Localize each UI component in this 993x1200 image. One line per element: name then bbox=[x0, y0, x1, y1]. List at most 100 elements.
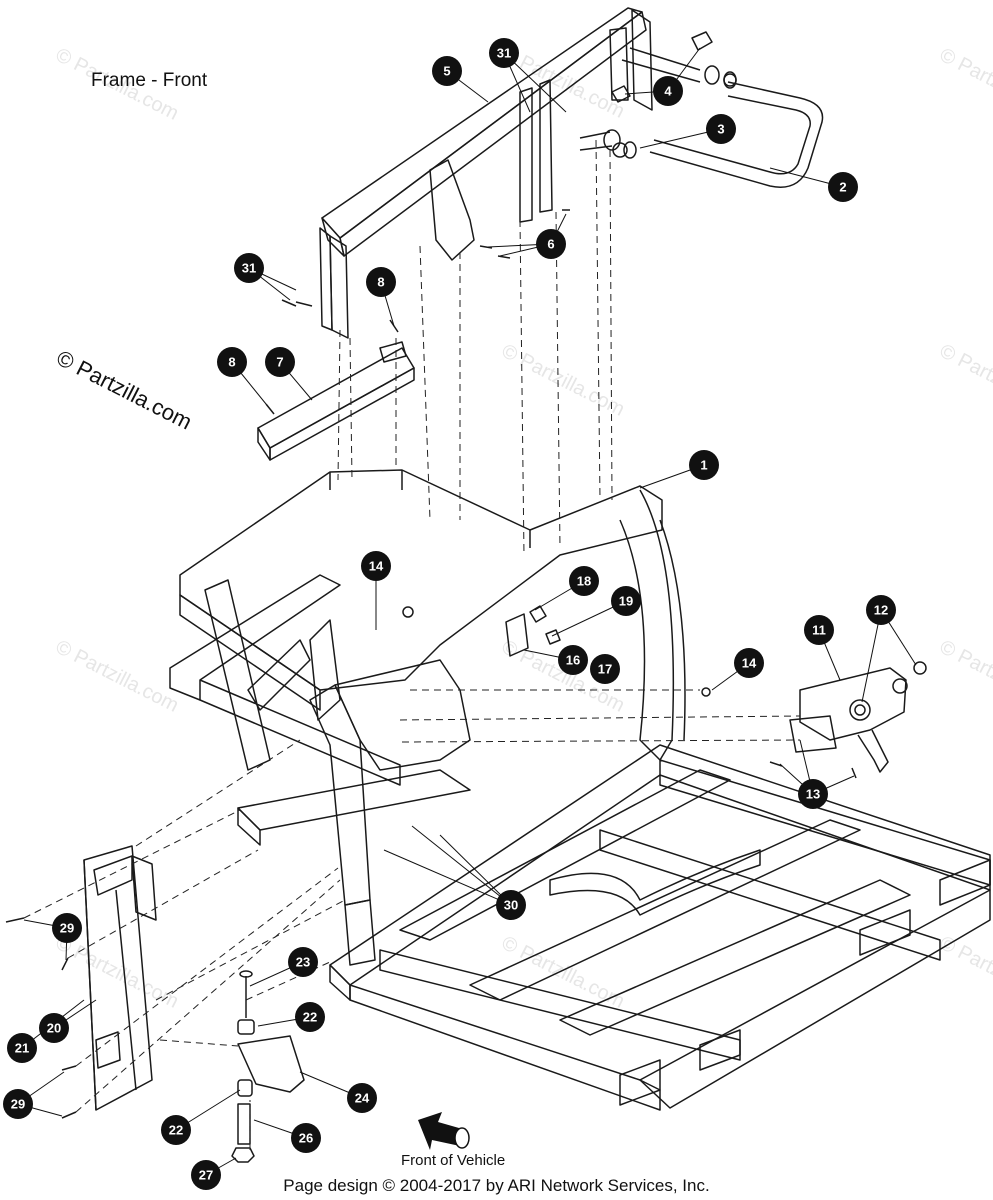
callout-number: 17 bbox=[598, 662, 612, 677]
callout-31: 31 bbox=[489, 38, 519, 68]
callout-circle bbox=[432, 56, 462, 86]
callout-number: 22 bbox=[303, 1010, 317, 1025]
callout-circle bbox=[217, 347, 247, 377]
callout-number: 8 bbox=[228, 355, 235, 370]
callout-circle bbox=[798, 779, 828, 809]
callout-30: 30 bbox=[496, 890, 526, 920]
callout-number: 31 bbox=[497, 46, 511, 61]
callout-1: 1 bbox=[689, 450, 719, 480]
callout-18: 18 bbox=[569, 566, 599, 596]
callout-circle bbox=[295, 1002, 325, 1032]
front-of-vehicle-label: Front of Vehicle bbox=[401, 1152, 506, 1169]
callout-circle bbox=[804, 615, 834, 645]
callout-16: 16 bbox=[558, 645, 588, 675]
callout-number: 21 bbox=[15, 1041, 29, 1056]
callout-number: 27 bbox=[199, 1168, 213, 1183]
callout-circle bbox=[569, 566, 599, 596]
callout-31: 31 bbox=[234, 253, 264, 283]
side-bracket-assembly bbox=[789, 661, 927, 773]
callout-circle bbox=[734, 648, 764, 678]
leader-lines bbox=[17, 47, 917, 1176]
callout-circle bbox=[52, 913, 82, 943]
callout-circle bbox=[653, 76, 683, 106]
page-footer: Page design © 2004-2017 by ARI Network S… bbox=[283, 1176, 710, 1195]
callout-4: 4 bbox=[653, 76, 683, 106]
callout-circle bbox=[706, 114, 736, 144]
bracket-plate bbox=[257, 341, 415, 461]
callout-19: 19 bbox=[611, 586, 641, 616]
callout-29: 29 bbox=[52, 913, 82, 943]
callout-circle bbox=[590, 654, 620, 684]
upper-cross-beam bbox=[319, 7, 653, 339]
callout-circle bbox=[366, 267, 396, 297]
callout-number: 11 bbox=[812, 623, 826, 638]
callout-6: 6 bbox=[536, 229, 566, 259]
callout-number: 13 bbox=[806, 787, 820, 802]
callout-20: 20 bbox=[39, 1013, 69, 1043]
callout-number: 6 bbox=[547, 237, 554, 252]
callout-3: 3 bbox=[706, 114, 736, 144]
callout-24: 24 bbox=[347, 1083, 377, 1113]
callout-number: 14 bbox=[742, 656, 757, 671]
callout-29: 29 bbox=[3, 1089, 33, 1119]
callout-group: 1234567881112131414161718192021222223242… bbox=[3, 38, 896, 1190]
callout-number: 20 bbox=[47, 1021, 61, 1036]
callout-8: 8 bbox=[366, 267, 396, 297]
callout-26: 26 bbox=[291, 1123, 321, 1153]
callout-number: 29 bbox=[11, 1097, 25, 1112]
callout-circle bbox=[291, 1123, 321, 1153]
callout-number: 29 bbox=[60, 921, 74, 936]
callout-number: 18 bbox=[577, 574, 591, 589]
callout-22: 22 bbox=[295, 1002, 325, 1032]
callout-circle bbox=[3, 1089, 33, 1119]
callout-circle bbox=[161, 1115, 191, 1145]
callout-8: 8 bbox=[217, 347, 247, 377]
page-title: Frame - Front bbox=[91, 70, 208, 91]
callout-circle bbox=[689, 450, 719, 480]
callout-number: 12 bbox=[874, 603, 888, 618]
callout-number: 1 bbox=[700, 458, 707, 473]
callout-14: 14 bbox=[734, 648, 764, 678]
callout-number: 22 bbox=[169, 1123, 183, 1138]
callout-14: 14 bbox=[361, 551, 391, 581]
small-screws bbox=[5, 209, 857, 1119]
assembly-lines bbox=[23, 139, 801, 1150]
callout-number: 30 bbox=[504, 898, 518, 913]
callout-number: 5 bbox=[443, 64, 450, 79]
callout-number: 8 bbox=[377, 275, 384, 290]
callout-23: 23 bbox=[288, 947, 318, 977]
callout-11: 11 bbox=[804, 615, 834, 645]
callout-circle bbox=[347, 1083, 377, 1113]
callout-number: 3 bbox=[717, 122, 724, 137]
callout-number: 26 bbox=[299, 1131, 313, 1146]
callout-circle bbox=[265, 347, 295, 377]
callout-13: 13 bbox=[798, 779, 828, 809]
callout-17: 17 bbox=[590, 654, 620, 684]
callout-circle bbox=[361, 551, 391, 581]
callout-circle bbox=[828, 172, 858, 202]
callout-27: 27 bbox=[191, 1160, 221, 1190]
callout-circle bbox=[39, 1013, 69, 1043]
callout-circle bbox=[7, 1033, 37, 1063]
callout-circle bbox=[536, 229, 566, 259]
callout-circle bbox=[288, 947, 318, 977]
bumper-tube bbox=[579, 47, 824, 188]
main-frame bbox=[169, 469, 991, 1111]
callout-number: 14 bbox=[369, 559, 384, 574]
front-arrow-icon bbox=[418, 1112, 470, 1150]
callout-circle bbox=[234, 253, 264, 283]
callout-number: 23 bbox=[296, 955, 310, 970]
callout-12: 12 bbox=[866, 595, 896, 625]
callout-circle bbox=[489, 38, 519, 68]
front-side-panel bbox=[83, 845, 157, 1111]
small-fasteners-top bbox=[611, 31, 737, 158]
callout-circle bbox=[866, 595, 896, 625]
callout-5: 5 bbox=[432, 56, 462, 86]
callout-21: 21 bbox=[7, 1033, 37, 1063]
callout-7: 7 bbox=[265, 347, 295, 377]
callout-number: 16 bbox=[566, 653, 580, 668]
callout-number: 4 bbox=[664, 84, 672, 99]
callout-number: 31 bbox=[242, 261, 256, 276]
callout-number: 24 bbox=[355, 1091, 370, 1106]
